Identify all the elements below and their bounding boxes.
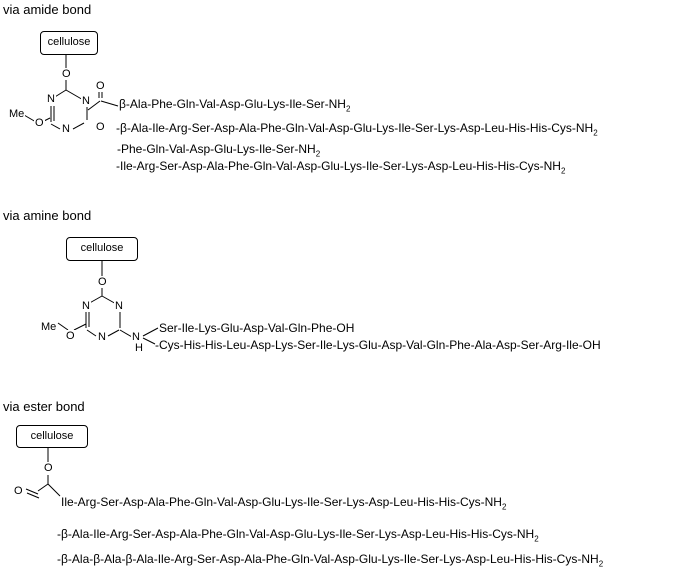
nitrogen-atom: N: [81, 95, 91, 107]
peptide-chain: β-Ala-Phe-Gln-Val-Asp-Glu-Lys-Ile-Ser-NH…: [119, 97, 351, 114]
oxygen-atom: O: [97, 276, 108, 288]
peptide-chain: -Phe-Gln-Val-Asp-Glu-Lys-Ile-Ser-NH2: [117, 142, 321, 159]
section-title-amide: via amide bond: [3, 2, 92, 17]
nitrogen-atom: N: [61, 123, 71, 135]
amine-hydrogen: H: [134, 342, 144, 354]
nitrogen-atom: N: [81, 300, 91, 312]
oxygen-atom: O: [43, 462, 54, 474]
peptide-chain: -Ile-Arg-Ser-Asp-Ala-Phe-Gln-Val-Asp-Glu…: [116, 159, 566, 176]
oxygen-atom: O: [95, 80, 106, 92]
section-title-amine: via amine bond: [3, 208, 92, 223]
cellulose-support-box: cellulose: [16, 425, 88, 448]
nitrogen-atom: N: [46, 93, 56, 105]
peptide-chain: -Cys-His-His-Leu-Asp-Lys-Ser-Ile-Lys-Glu…: [155, 338, 601, 352]
oxygen-atom: O: [61, 68, 72, 80]
peptide-chain: -β-Ala-Ile-Arg-Ser-Asp-Ala-Phe-Gln-Val-A…: [116, 121, 598, 138]
section-title-ester: via ester bond: [3, 399, 85, 414]
methyl-group: Me: [8, 108, 26, 120]
nitrogen-atom: N: [97, 331, 107, 343]
oxygen-atom: O: [95, 121, 106, 133]
oxygen-atom: O: [65, 330, 76, 342]
nitrogen-atom: N: [114, 300, 124, 312]
oxygen-atom: O: [13, 485, 24, 497]
peptide-chain: Ile-Arg-Ser-Asp-Ala-Phe-Gln-Val-Asp-Glu-…: [61, 495, 507, 512]
cellulose-support-box: cellulose: [40, 31, 98, 55]
cellulose-support-box: cellulose: [66, 237, 138, 261]
methyl-group: Me: [40, 321, 58, 333]
peptide-chain: -β-Ala-β-Ala-β-Ala-Ile-Arg-Ser-Asp-Ala-P…: [57, 552, 604, 569]
amine-nitrogen: N: [131, 331, 141, 343]
oxygen-atom: O: [34, 117, 45, 129]
peptide-chain: -β-Ala-Ile-Arg-Ser-Asp-Ala-Phe-Gln-Val-A…: [57, 527, 539, 544]
peptide-chain: Ser-Ile-Lys-Glu-Asp-Val-Gln-Phe-OH: [159, 321, 355, 335]
